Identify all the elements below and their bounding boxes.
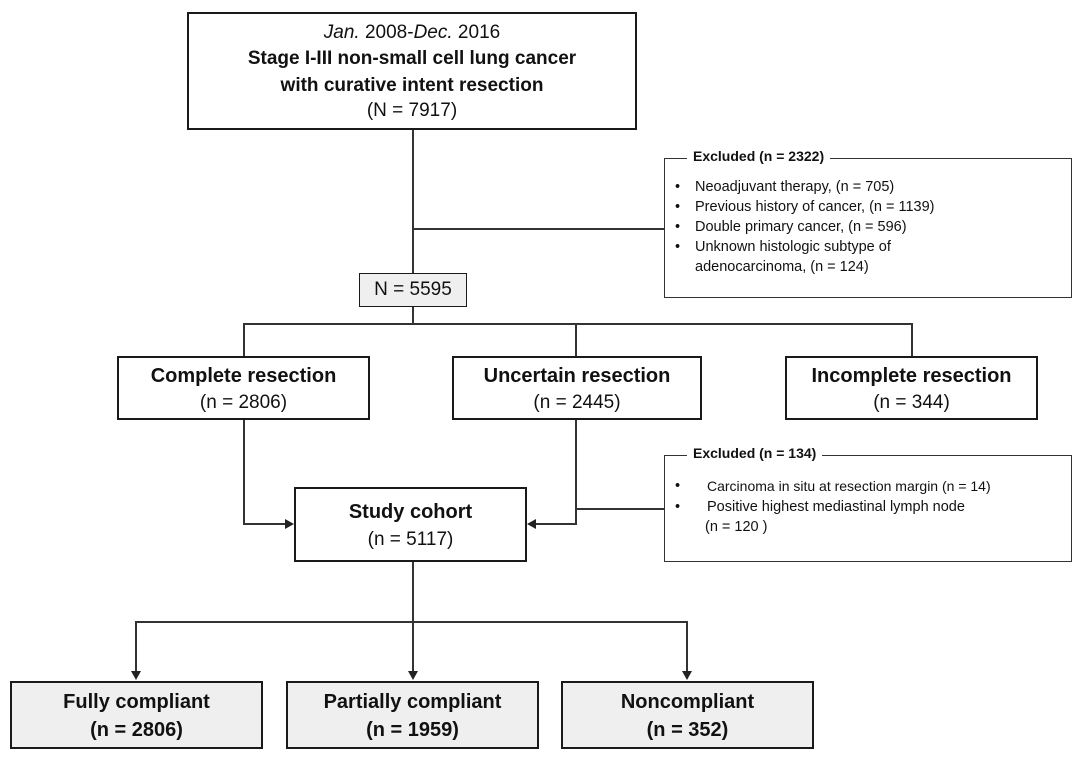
uncertain-resection-label: Uncertain resection [483,365,671,387]
connector-mid-down [412,307,414,324]
noncompliant-count: (n = 352) [646,719,729,741]
arrow-left-icon [527,519,536,529]
connector-complete-down [243,420,245,524]
list-item-continuation: (n = 120 ) [705,519,768,535]
connector-branch-horizontal [243,323,913,325]
connector-outcome-non [686,621,688,671]
uncertain-resection-box: Uncertain resection (n = 2445) [452,356,702,420]
connector-branch-complete [243,323,245,356]
date-end-year: 2016 [452,22,501,43]
list-item: •Double primary cancer, (n = 596) [675,219,907,235]
fully-compliant-box: Fully compliant (n = 2806) [10,681,263,749]
exclusion-box-1: Excluded (n = 2322) •Neoadjuvant therapy… [664,148,1072,298]
fully-compliant-count: (n = 2806) [90,719,183,741]
incomplete-resection-count: (n = 344) [873,392,950,413]
exclusion-title-1: Excluded (n = 2322) [687,148,831,164]
noncompliant-label: Noncompliant [620,691,755,713]
fully-compliant-label: Fully compliant [63,691,210,713]
connector-branch-uncertain [575,323,577,356]
list-item-continuation: adenocarcinoma, (n = 124) [695,259,869,275]
list-item: •Unknown histologic subtype of [675,239,891,255]
uncertain-resection-count: (n = 2445) [533,392,621,413]
date-start-month: Jan. [323,22,360,43]
noncompliant-box: Noncompliant (n = 352) [561,681,814,749]
exclusion-box-2: Excluded (n = 134) •Carcinoma in situ at… [664,445,1072,562]
exclusion-list-2: •Carcinoma in situ at resection margin (… [665,476,1071,537]
incomplete-resection-label: Incomplete resection [811,365,1012,387]
exclusion-title-2: Excluded (n = 134) [687,445,823,461]
connector-branch-incomplete [911,323,913,356]
connector-to-exclusion1 [412,228,664,230]
incomplete-resection-box: Incomplete resection (n = 344) [785,356,1038,420]
complete-resection-box: Complete resection (n = 2806) [117,356,370,420]
population-title-line1: Stage I-III non-small cell lung cancer [247,48,577,69]
connector-cohort-down [412,562,414,622]
arrow-down-icon [682,671,692,680]
partially-compliant-label: Partially compliant [323,691,502,713]
date-range: Jan. 2008-Dec. 2016 [189,21,635,45]
complete-resection-count: (n = 2806) [199,392,288,413]
connector-top-to-mid [412,130,414,273]
study-cohort-label: Study cohort [348,501,473,523]
exclusion-list-1: •Neoadjuvant therapy, (n = 705) •Previou… [665,177,1071,277]
connector-outcome-fully [135,621,137,671]
connector-uncertain-down [575,420,577,524]
study-cohort-count: (n = 5117) [367,529,454,550]
source-population-box: Jan. 2008-Dec. 2016 Stage I-III non-smal… [187,12,637,130]
list-item: •Positive highest mediastinal lymph node [675,499,965,515]
connector-outcome-partially [412,621,414,671]
partially-compliant-count: (n = 1959) [366,719,459,741]
connector-complete-to-cohort [243,523,285,525]
arrow-down-icon [408,671,418,680]
study-cohort-box: Study cohort (n = 5117) [294,487,527,562]
arrow-down-icon [131,671,141,680]
connector-uncertain-to-cohort [536,523,577,525]
partially-compliant-box: Partially compliant (n = 1959) [286,681,539,749]
eligible-count-box: N = 5595 [359,273,467,307]
arrow-right-icon [285,519,294,529]
complete-resection-label: Complete resection [150,365,337,387]
population-title-line2: with curative intent resection [280,75,544,96]
eligible-count: N = 5595 [374,279,452,300]
list-item: •Previous history of cancer, (n = 1139) [675,199,935,215]
connector-to-exclusion2 [577,508,664,510]
list-item: •Neoadjuvant therapy, (n = 705) [675,179,895,195]
date-start-year: 2008- [359,22,414,43]
connector-outcome-horizontal [135,621,688,623]
date-end-month: Dec. [413,22,453,43]
population-count: (N = 7917) [366,100,458,121]
list-item: •Carcinoma in situ at resection margin (… [675,478,991,494]
